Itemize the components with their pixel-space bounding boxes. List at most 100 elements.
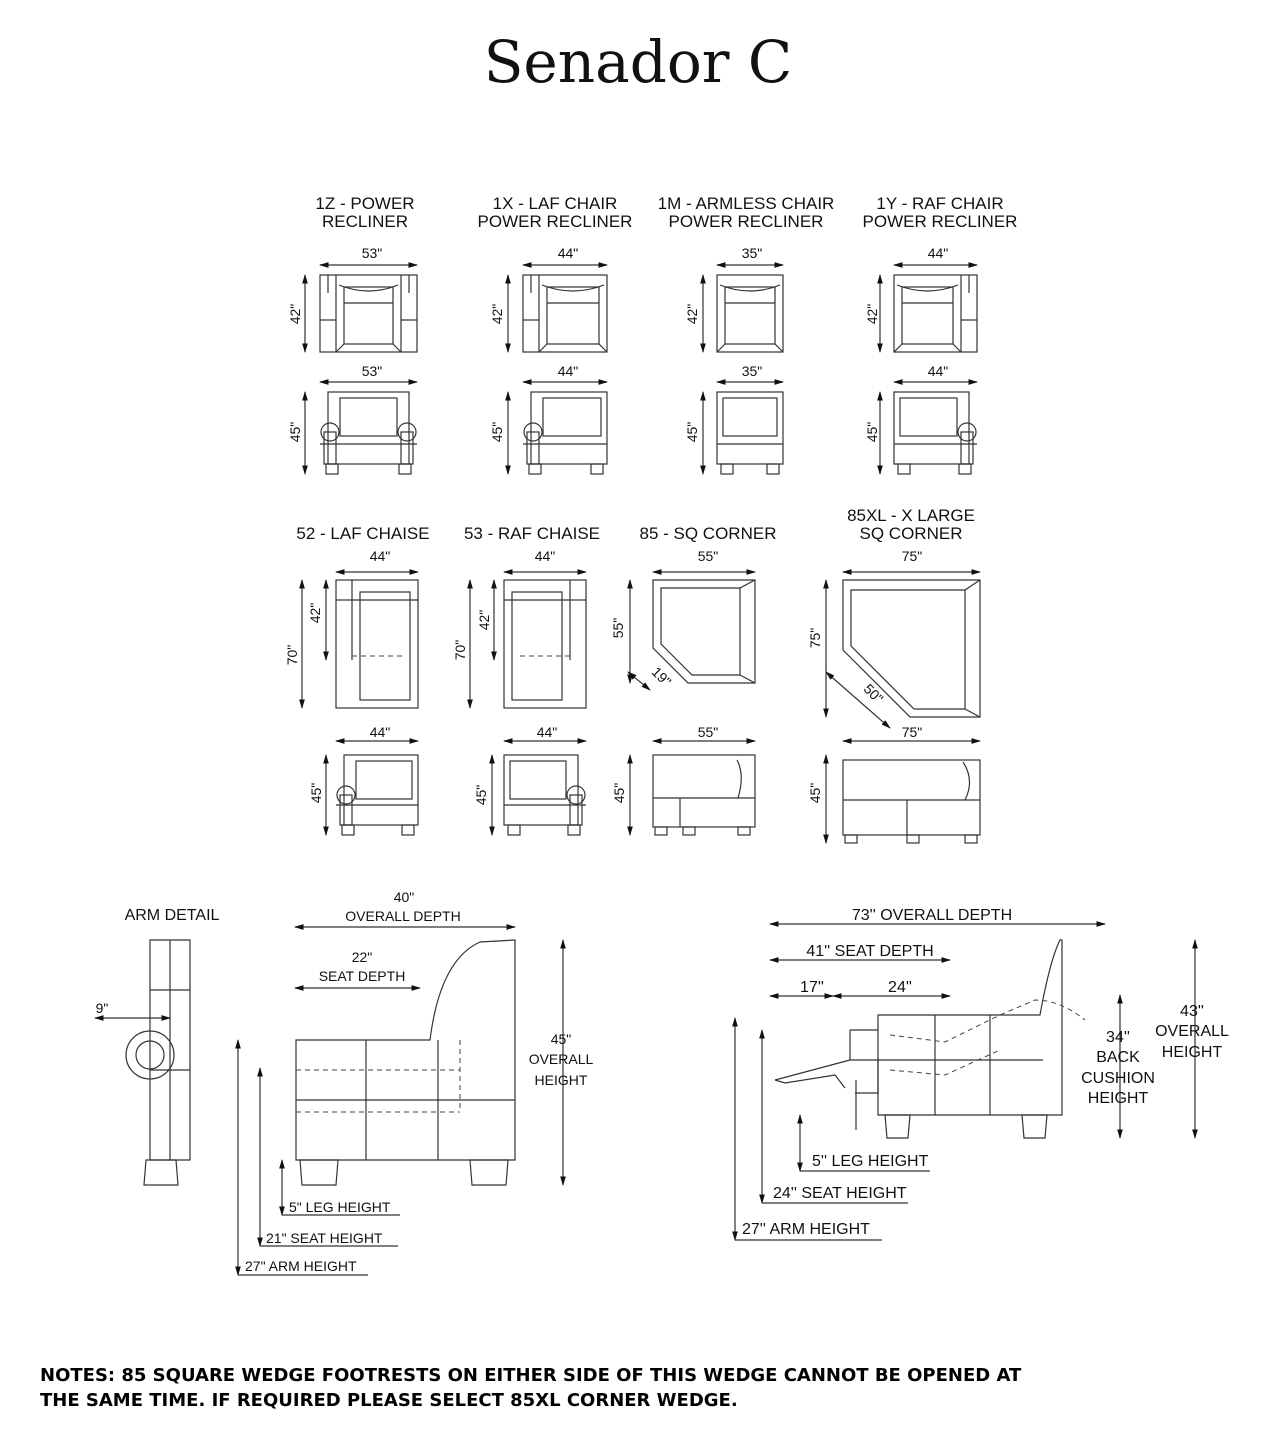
row2-labels: 52 - LAF CHAISE 53 - RAF CHAISE 85 - SQ … [296,506,975,543]
back-panel [542,397,602,437]
row1-dimensions: 53" 44" 35" 44" 53" 44" 35" 44" 42" 42" … [287,245,948,442]
dim-label: 53" [362,245,383,261]
recliner-overall-depth: 73'' OVERALL DEPTH [852,907,1012,924]
line [598,343,608,353]
notes-line: THE SAME TIME. IF REQUIRED PLEASE SELECT… [40,1390,738,1411]
line [392,343,402,353]
corner-back [962,761,971,801]
corner-edge [739,579,756,684]
leg [401,824,415,836]
dim-label: 45" [287,422,303,443]
dim-label: 44" [558,245,579,261]
chaise-top-view [335,579,419,709]
back-panel [899,397,958,437]
arm-height-label: 27" ARM HEIGHT [245,1258,357,1274]
chair-top-view [893,274,978,353]
back-cushion [541,284,605,292]
chair-top-view [716,274,784,353]
seat-cushion [724,286,776,345]
overall-depth-value: 40" [394,889,415,905]
leg [958,463,972,475]
dim-label: 19" [649,664,675,690]
line [893,343,903,353]
leg [567,824,581,836]
module-label: 85XL - X LARGE [847,506,975,525]
dim-label: 44" [928,363,949,379]
recliner-seat-height: 24'' SEAT HEIGHT [773,1185,907,1202]
overall-height-label: OVERALL [529,1051,594,1067]
chaise-top-view [503,579,587,709]
rolled-arm [566,785,586,805]
dim-label: 55" [698,548,719,564]
dim-label: 75" [807,628,823,649]
chair-front-view [530,391,608,465]
seat-cushion [901,286,954,345]
dim-label: 44" [370,548,391,564]
chair-front-view [503,754,579,826]
recliner-overall-height: OVERALL [1155,1023,1229,1040]
arm-leg [143,1159,179,1186]
seat-cushion [546,286,600,345]
module-label: POWER RECLINER [863,212,1018,231]
seat-height-label: 21" SEAT HEIGHT [266,1230,383,1246]
rolled-arm [957,422,977,442]
leg [341,824,355,836]
rolled-arm [336,785,356,805]
dim-label: 75" [902,548,923,564]
dim-label: 50" [861,681,887,707]
page-title: Senador C [484,28,793,96]
leg [325,463,339,475]
arm-post [339,794,353,826]
side-chair-outline [295,939,516,1161]
module-label: RECLINER [322,212,408,231]
corner-edge [964,579,981,718]
back-cushion [719,284,781,292]
xl-corner-front-view [842,759,981,836]
back-cushion [338,284,399,292]
seat-cushion [511,591,563,701]
arm-side-profile [149,939,191,1161]
seat-depth-label: SEAT DEPTH [319,968,406,984]
module-label: 52 - LAF CHAISE [296,524,429,543]
back-cushion [896,284,959,292]
back-panel [509,760,567,800]
overall-height-label: 45" [551,1031,572,1047]
dim-label: 44" [535,548,556,564]
back-cushion-label: 34'' [1106,1029,1130,1046]
leg [766,463,780,475]
dim-label: 45" [308,783,324,804]
arm-detail-label: ARM DETAIL [125,907,220,924]
notes-line: NOTES: 85 SQUARE WEDGE FOOTRESTS ON EITH… [40,1365,1022,1386]
recliner-outline [877,939,1063,1116]
recliner-arm-front [849,1029,878,1060]
module-label: 1Y - RAF CHAIR [876,194,1003,213]
module-label: 85 - SQ CORNER [640,524,777,543]
arm-post [400,431,414,465]
line [538,343,548,353]
dim-label: 45" [473,785,489,806]
dim-label: 70" [284,645,300,666]
line [335,343,345,353]
back-cushion-label: HEIGHT [1088,1090,1149,1107]
leg [654,826,668,836]
back-cushion-label: CUSHION [1081,1070,1155,1087]
corner-top-view [652,579,756,684]
chair-front-view [893,391,970,465]
dim-label: 45" [489,422,505,443]
dim-label: 42" [287,304,303,325]
dim-label: 70" [452,640,468,661]
recliner-leg-height: 5'' LEG HEIGHT [812,1153,929,1170]
row1-labels: 1Z - POWER RECLINER 1X - LAF CHAIR POWER… [315,194,1017,231]
dim-label: 55" [698,724,719,740]
dim-label: 45" [807,783,823,804]
recliner-footrest-depth: 17'' [800,979,824,996]
recliner-arm-height: 27'' ARM HEIGHT [742,1221,870,1238]
module-label: 53 - RAF CHAISE [464,524,600,543]
leg [299,1159,339,1186]
module-label: POWER RECLINER [669,212,824,231]
leg [590,463,604,475]
dim-label: 35" [742,245,763,261]
leg [844,834,858,844]
reclined-back [889,999,1086,1043]
chair-front-view [716,391,784,465]
